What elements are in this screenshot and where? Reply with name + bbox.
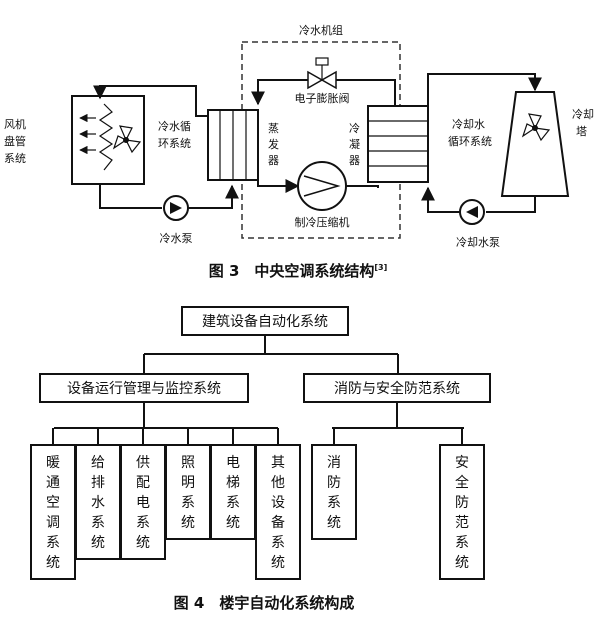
cooling-pump-to-condenser-line [421,186,460,213]
chilled-pump-to-evaporator-line [188,184,239,209]
svg-text:盘管: 盘管 [4,134,26,148]
compressor-label: 制冷压缩机 [295,215,350,229]
evaporator-label: 蒸 发 器 [268,122,279,167]
fan-coil-label: 风机 盘管 系统 [4,117,26,165]
refrigerant-line-top-left [251,79,308,106]
chilled-supply-line [93,85,208,117]
leaf-nodes: 暖通空调系统 给排水系统 供配电系统 照明系统 电梯系统 其他设备系统 消防系统 安全防范系统 [30,428,485,580]
svg-text:系统: 系统 [4,152,26,165]
cooling-return-line [486,196,536,213]
svg-text:发: 发 [268,137,279,151]
svg-text:器: 器 [349,154,360,167]
cooling-loop-label: 冷却水 循环系统 [448,118,492,148]
expansion-valve-icon [307,57,337,90]
leaf-node-label: 电梯系统 [226,455,240,531]
svg-text:环系统: 环系统 [158,137,191,150]
svg-text:冷: 冷 [349,122,360,135]
leaf-node [439,444,485,580]
svg-text:蒸: 蒸 [268,122,279,135]
coil-zigzag-icon [98,103,114,171]
condenser-box [367,105,429,183]
chilled-loop-label: 冷水循 环系统 [158,120,191,150]
refrigerant-line-bottom-left [257,179,300,193]
leaf-node [311,444,357,540]
leaf-node-label: 照明系统 [181,455,195,531]
svg-text:冷水循: 冷水循 [158,120,191,133]
svg-text:风机: 风机 [4,117,26,131]
leaf-node-label: 其他设备系统 [271,455,285,571]
refrigerant-line-top-right [336,79,396,106]
svg-text:循环系统: 循环系统 [448,135,492,148]
figure-3-caption: 图 3 中央空调系统结构[3] [209,262,388,280]
svg-text:器: 器 [268,154,279,167]
chilled-pump-label: 冷水泵 [160,232,193,245]
cooling-tower-fan-icon [521,113,551,142]
leaf-node [30,444,76,580]
leaf-node-label: 供配电系统 [136,455,150,551]
cooling-tower-label: 冷却 塔 [572,108,594,138]
leaf-node-label: 消防系统 [327,455,341,531]
svg-text:冷却水: 冷却水 [452,118,485,131]
expansion-valve-label: 电子膨胀阀 [295,91,350,105]
svg-text:塔: 塔 [576,125,587,138]
branch-node-fire-security [303,373,491,403]
leaf-node [255,444,301,580]
chilled-return-line [99,184,162,209]
leaf-node [75,444,121,560]
svg-text:冷却: 冷却 [572,108,594,121]
chilled-water-pump-icon [163,195,189,221]
compressor-icon [297,161,347,211]
chiller-unit-label: 冷水机组 [299,23,343,37]
root-node-label: 建筑设备自动化系统 [202,313,328,330]
root-node [181,306,349,336]
figure-3: 冷水机组 风机 盘管 系统 蒸 发 器 冷水循 环系统 [4,23,594,280]
figure-4: 建筑设备自动化系统 设备运行管理与监控系统 消防与安全防范系统 暖通空调系统 给排… [30,306,491,612]
cooling-water-pump-icon [459,199,485,225]
branch-node-label: 设备运行管理与监控系统 [67,380,221,397]
fan-coil-box [71,95,145,185]
leaf-node-label: 安全防范系统 [455,455,469,571]
condenser-label: 冷 凝 器 [349,122,360,167]
leaf-node-label: 给排水系统 [91,455,105,551]
leaf-node [120,444,166,560]
fan-icon [112,125,142,154]
refrigerant-line-bottom-right [346,185,379,188]
cooling-tower-shape [500,91,570,197]
figure-4-caption: 图 4 楼宇自动化系统构成 [174,594,355,612]
cooling-pump-label: 冷却水泵 [456,236,500,249]
leaf-node [165,444,211,540]
cooling-supply-line [427,73,542,114]
leaf-node-label: 暖通空调系统 [46,455,60,571]
svg-text:凝: 凝 [349,137,360,151]
branch-node-label: 消防与安全防范系统 [334,380,460,397]
